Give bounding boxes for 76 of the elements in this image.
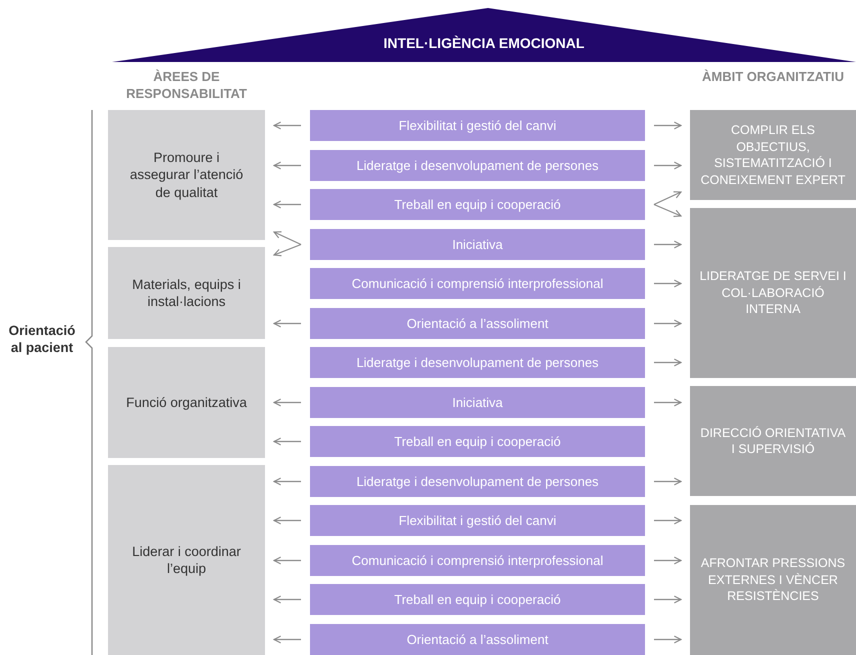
- column-heading: ÀREES DE RESPONSABILITAT: [125, 68, 248, 102]
- arrow: [273, 122, 301, 130]
- arrow: [654, 122, 682, 130]
- area-label: Funció organitzativa: [126, 394, 247, 412]
- competency-bar: [310, 505, 645, 536]
- arrow: [654, 358, 682, 366]
- area-box: [108, 465, 265, 655]
- competency-label: Lideratge i desenvolupament de persones: [356, 473, 599, 490]
- scope-box: [690, 110, 856, 200]
- arrow: [654, 398, 682, 406]
- area-label: LIDERATGE DE SERVEI I COL·LABORACIÓ INTERNA: [698, 268, 848, 318]
- area-label: AFRONTAR PRESSIONS EXTERNES I VÈNCER RESISTÈNCIES: [700, 555, 846, 605]
- area-label: Promoure i assegurar l’atenció de qualitat: [128, 148, 244, 202]
- arrow: [273, 438, 301, 446]
- competency-bar: [310, 387, 645, 418]
- side-label: Orientació al pacient: [8, 322, 76, 356]
- banner-title: INTEL·LIGÈNCIA EMOCIONAL: [384, 34, 584, 52]
- arrow: [273, 162, 301, 170]
- arrow: [273, 636, 301, 644]
- competency-label: Lideratge i desenvolupament de persones: [356, 354, 599, 371]
- competency-label: Orientació a l’assoliment: [406, 315, 548, 332]
- competency-bar: [310, 426, 645, 457]
- competency-bar: [310, 150, 645, 181]
- scope-box: [690, 386, 856, 496]
- competency-bar: [310, 308, 645, 339]
- arrow: [654, 320, 682, 328]
- area-label: Liderar i coordinar l’equip: [131, 542, 242, 578]
- arrow: [273, 478, 301, 486]
- arrow: [273, 556, 301, 564]
- area-label: Materials, equips i instal·lacions: [131, 276, 242, 310]
- competency-bar: [310, 347, 645, 378]
- area-box: [108, 110, 265, 240]
- competency-label: Iniciativa: [452, 394, 503, 411]
- arrow: [654, 596, 682, 604]
- arrow: [273, 320, 301, 328]
- arrow: [273, 200, 301, 208]
- competency-bar: [310, 584, 645, 615]
- competency-label: Treball en equip i cooperació: [394, 591, 561, 608]
- scope-box: [690, 505, 856, 655]
- area-box: [108, 247, 265, 339]
- arrow: [654, 280, 682, 288]
- competency-label: Comunicació i comprensió interprofessional: [352, 275, 604, 292]
- competency-bar: [310, 268, 645, 299]
- arrow: [273, 516, 301, 524]
- arrow: [654, 636, 682, 644]
- column-heading: ÀMBIT ORGANITZATIU: [700, 68, 846, 85]
- competency-label: Treball en equip i cooperació: [394, 196, 561, 213]
- area-label: COMPLIR ELS OBJECTIUS, SISTEMATITZACIÓ I CONEIXEMENT EXPERT: [700, 122, 846, 188]
- arrow: [273, 596, 301, 604]
- competency-label: Comunicació i comprensió interprofessional: [352, 552, 604, 569]
- arrow: [654, 162, 682, 170]
- arrow: [654, 556, 682, 564]
- competency-label: Iniciativa: [452, 236, 503, 253]
- competency-bar: [310, 624, 645, 655]
- roof-banner: [112, 8, 856, 62]
- competency-bar: [310, 466, 645, 497]
- area-box: [108, 347, 265, 458]
- competency-bar: [310, 110, 645, 141]
- arrow: [654, 240, 682, 248]
- competency-label: Orientació a l’assoliment: [406, 631, 548, 648]
- competency-bar: [310, 189, 645, 220]
- competency-bar: [310, 545, 645, 576]
- arrow: [273, 231, 302, 246]
- competency-label: Lideratge i desenvolupament de persones: [356, 157, 599, 174]
- arrow: [654, 191, 682, 206]
- scope-box: [690, 208, 856, 378]
- area-label: DIRECCIÓ ORIENTATIVA I SUPERVISIÓ: [699, 424, 847, 458]
- arrow: [273, 244, 302, 256]
- competency-bar: [310, 229, 645, 260]
- competency-label: Flexibilitat i gestió del canvi: [398, 117, 556, 134]
- arrow: [654, 204, 682, 217]
- arrow: [273, 398, 301, 406]
- arrow: [654, 478, 682, 486]
- competency-label: Flexibilitat i gestió del canvi: [398, 512, 556, 529]
- arrow: [654, 516, 682, 524]
- competency-label: Treball en equip i cooperació: [394, 433, 561, 450]
